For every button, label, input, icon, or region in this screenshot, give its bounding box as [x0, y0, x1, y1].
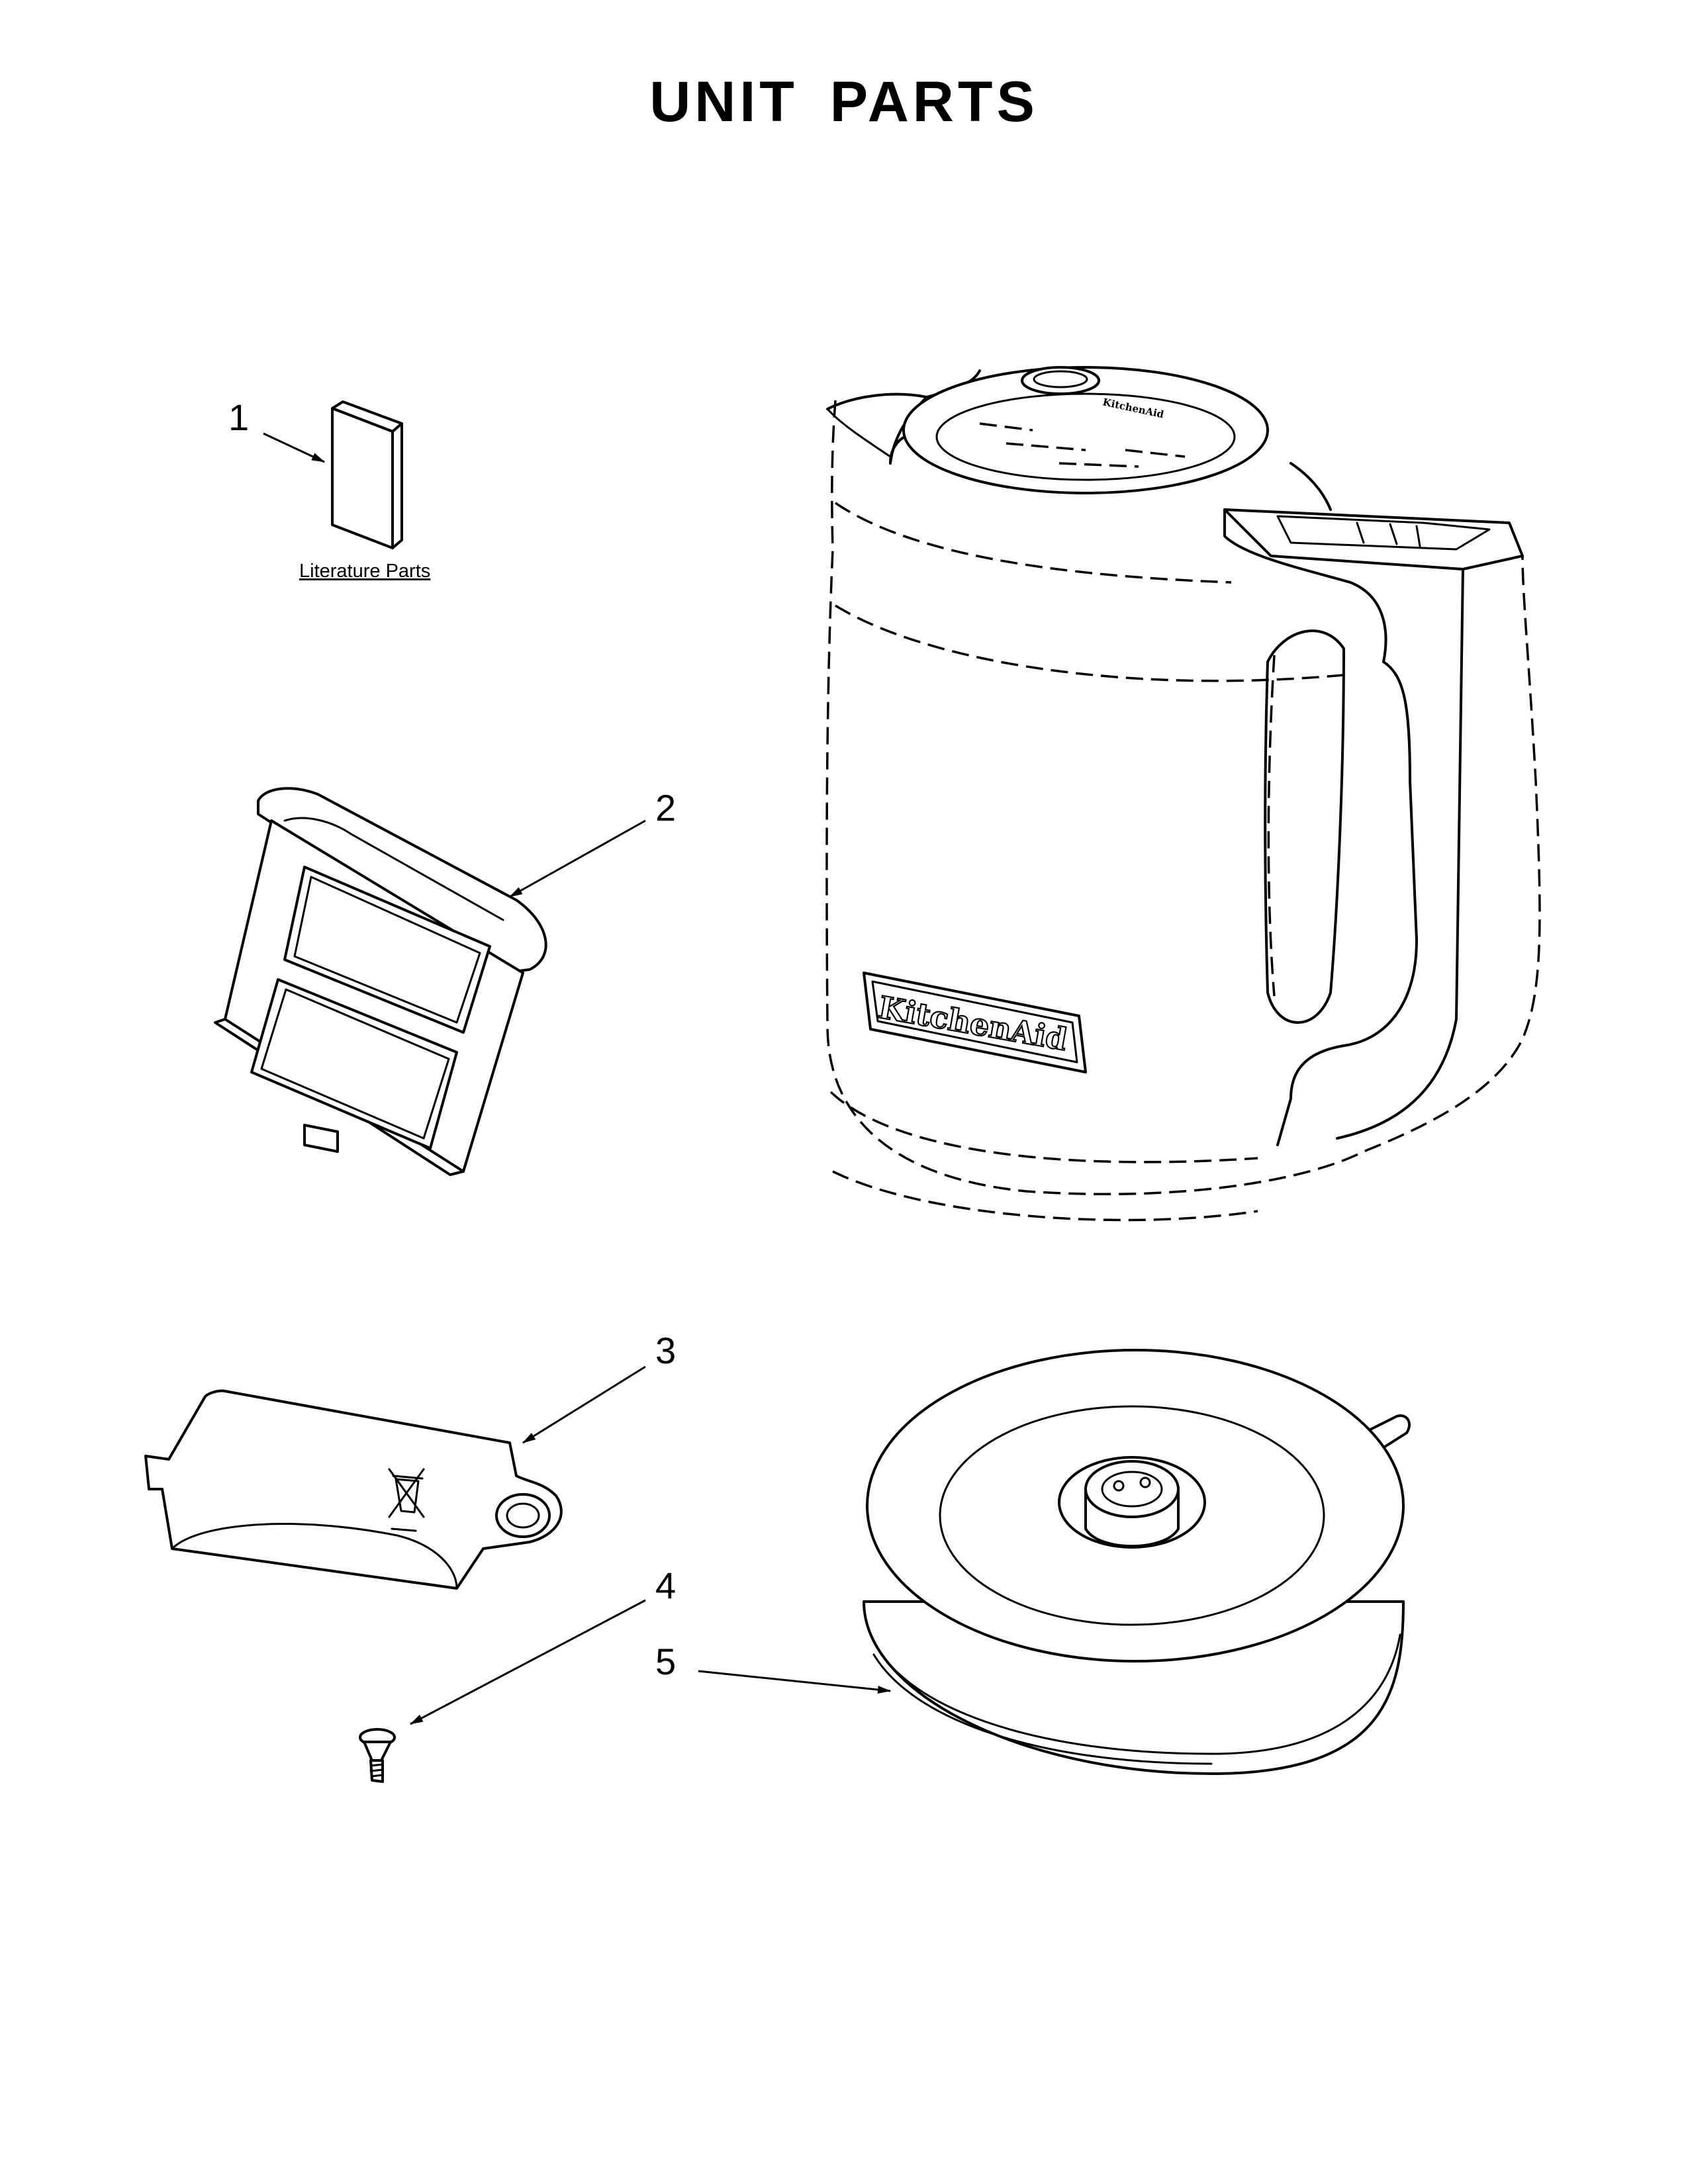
part-4-screw[interactable]: 4 — [359, 1565, 676, 1783]
part-5-power-base[interactable]: 5 — [655, 1349, 1411, 1775]
screw-icon — [359, 1728, 396, 1783]
cover-plate-icon — [144, 1389, 563, 1590]
power-base-icon — [863, 1349, 1411, 1775]
part-2-filter[interactable]: 2 — [214, 787, 676, 1176]
part-3-cover-plate[interactable]: 3 — [144, 1330, 676, 1590]
kitchenaid-logo-plate: KitchenAid — [863, 972, 1087, 1073]
leader-arrow-2 — [509, 819, 646, 898]
literature-booklet-icon — [331, 400, 403, 549]
callout-number-4: 4 — [655, 1565, 676, 1606]
kettle-body: KitchenAid KitchenAid — [825, 366, 1541, 1222]
disposal-symbol-icon — [388, 1468, 425, 1532]
page-title: UNIT PARTS — [649, 70, 1039, 134]
callout-number-5: 5 — [655, 1641, 676, 1682]
callout-number-3: 3 — [655, 1330, 676, 1371]
leader-arrow-1 — [263, 432, 325, 463]
leader-arrow-5 — [698, 1670, 891, 1694]
callout-number-2: 2 — [655, 787, 676, 829]
filter-basket-icon — [214, 787, 547, 1176]
callout-number-1: 1 — [228, 396, 249, 438]
part-1-literature[interactable]: 1 Literature Parts — [228, 396, 430, 582]
literature-parts-label: Literature Parts — [299, 561, 430, 582]
leader-arrow-3 — [522, 1365, 646, 1444]
leader-arrow-4 — [410, 1599, 646, 1725]
